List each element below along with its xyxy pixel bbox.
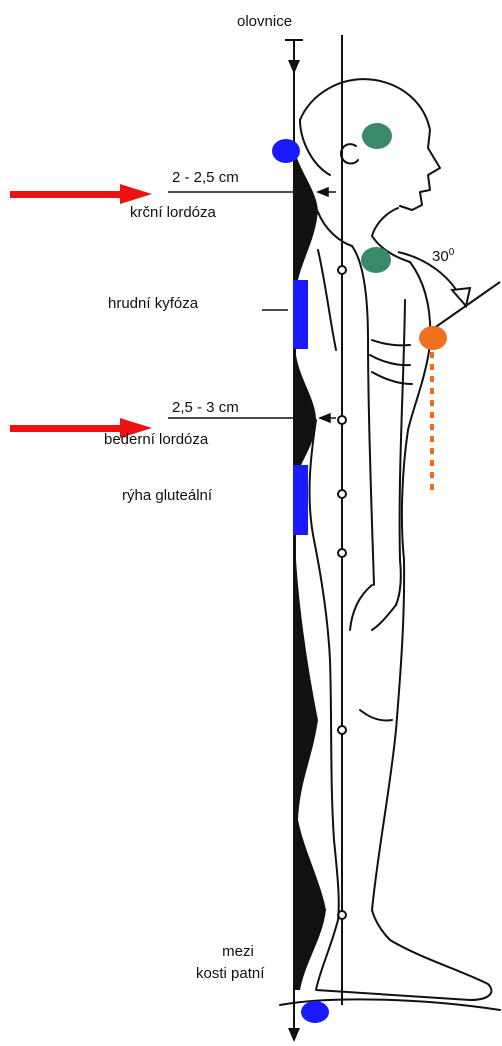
lumbar-lordosis-label: bederní lordóza <box>104 432 208 447</box>
plumb-line-label: olovnice <box>237 14 292 29</box>
angle-label: 300 <box>432 248 454 264</box>
thoracic-kyphosis-label: hrudní kyfóza <box>108 296 198 311</box>
gluteal-fold-label: rýha gluteální <box>122 488 212 503</box>
red-arrow-cervical <box>10 184 152 204</box>
angle-value: 30 <box>432 248 449 265</box>
angle-unit: 0 <box>449 247 455 258</box>
blue-dot-heel <box>301 1001 329 1023</box>
cervical-distance-label: 2 - 2,5 cm <box>172 170 239 185</box>
cervical-lordosis-label: krční lordóza <box>130 205 216 220</box>
angle-indicator <box>398 252 500 338</box>
green-dot-face <box>362 123 392 149</box>
blue-bar-gluteal <box>293 465 308 535</box>
spine-curve-fill <box>294 150 326 990</box>
blue-bar-thoracic <box>293 280 308 349</box>
orange-marker <box>419 326 447 492</box>
heel-label-line1: mezi <box>218 944 258 959</box>
blue-dot-head <box>272 139 300 163</box>
heel-label-line2: kosti patní <box>196 966 264 981</box>
green-dot-shoulder <box>361 247 391 273</box>
lumbar-distance-label: 2,5 - 3 cm <box>172 400 239 415</box>
